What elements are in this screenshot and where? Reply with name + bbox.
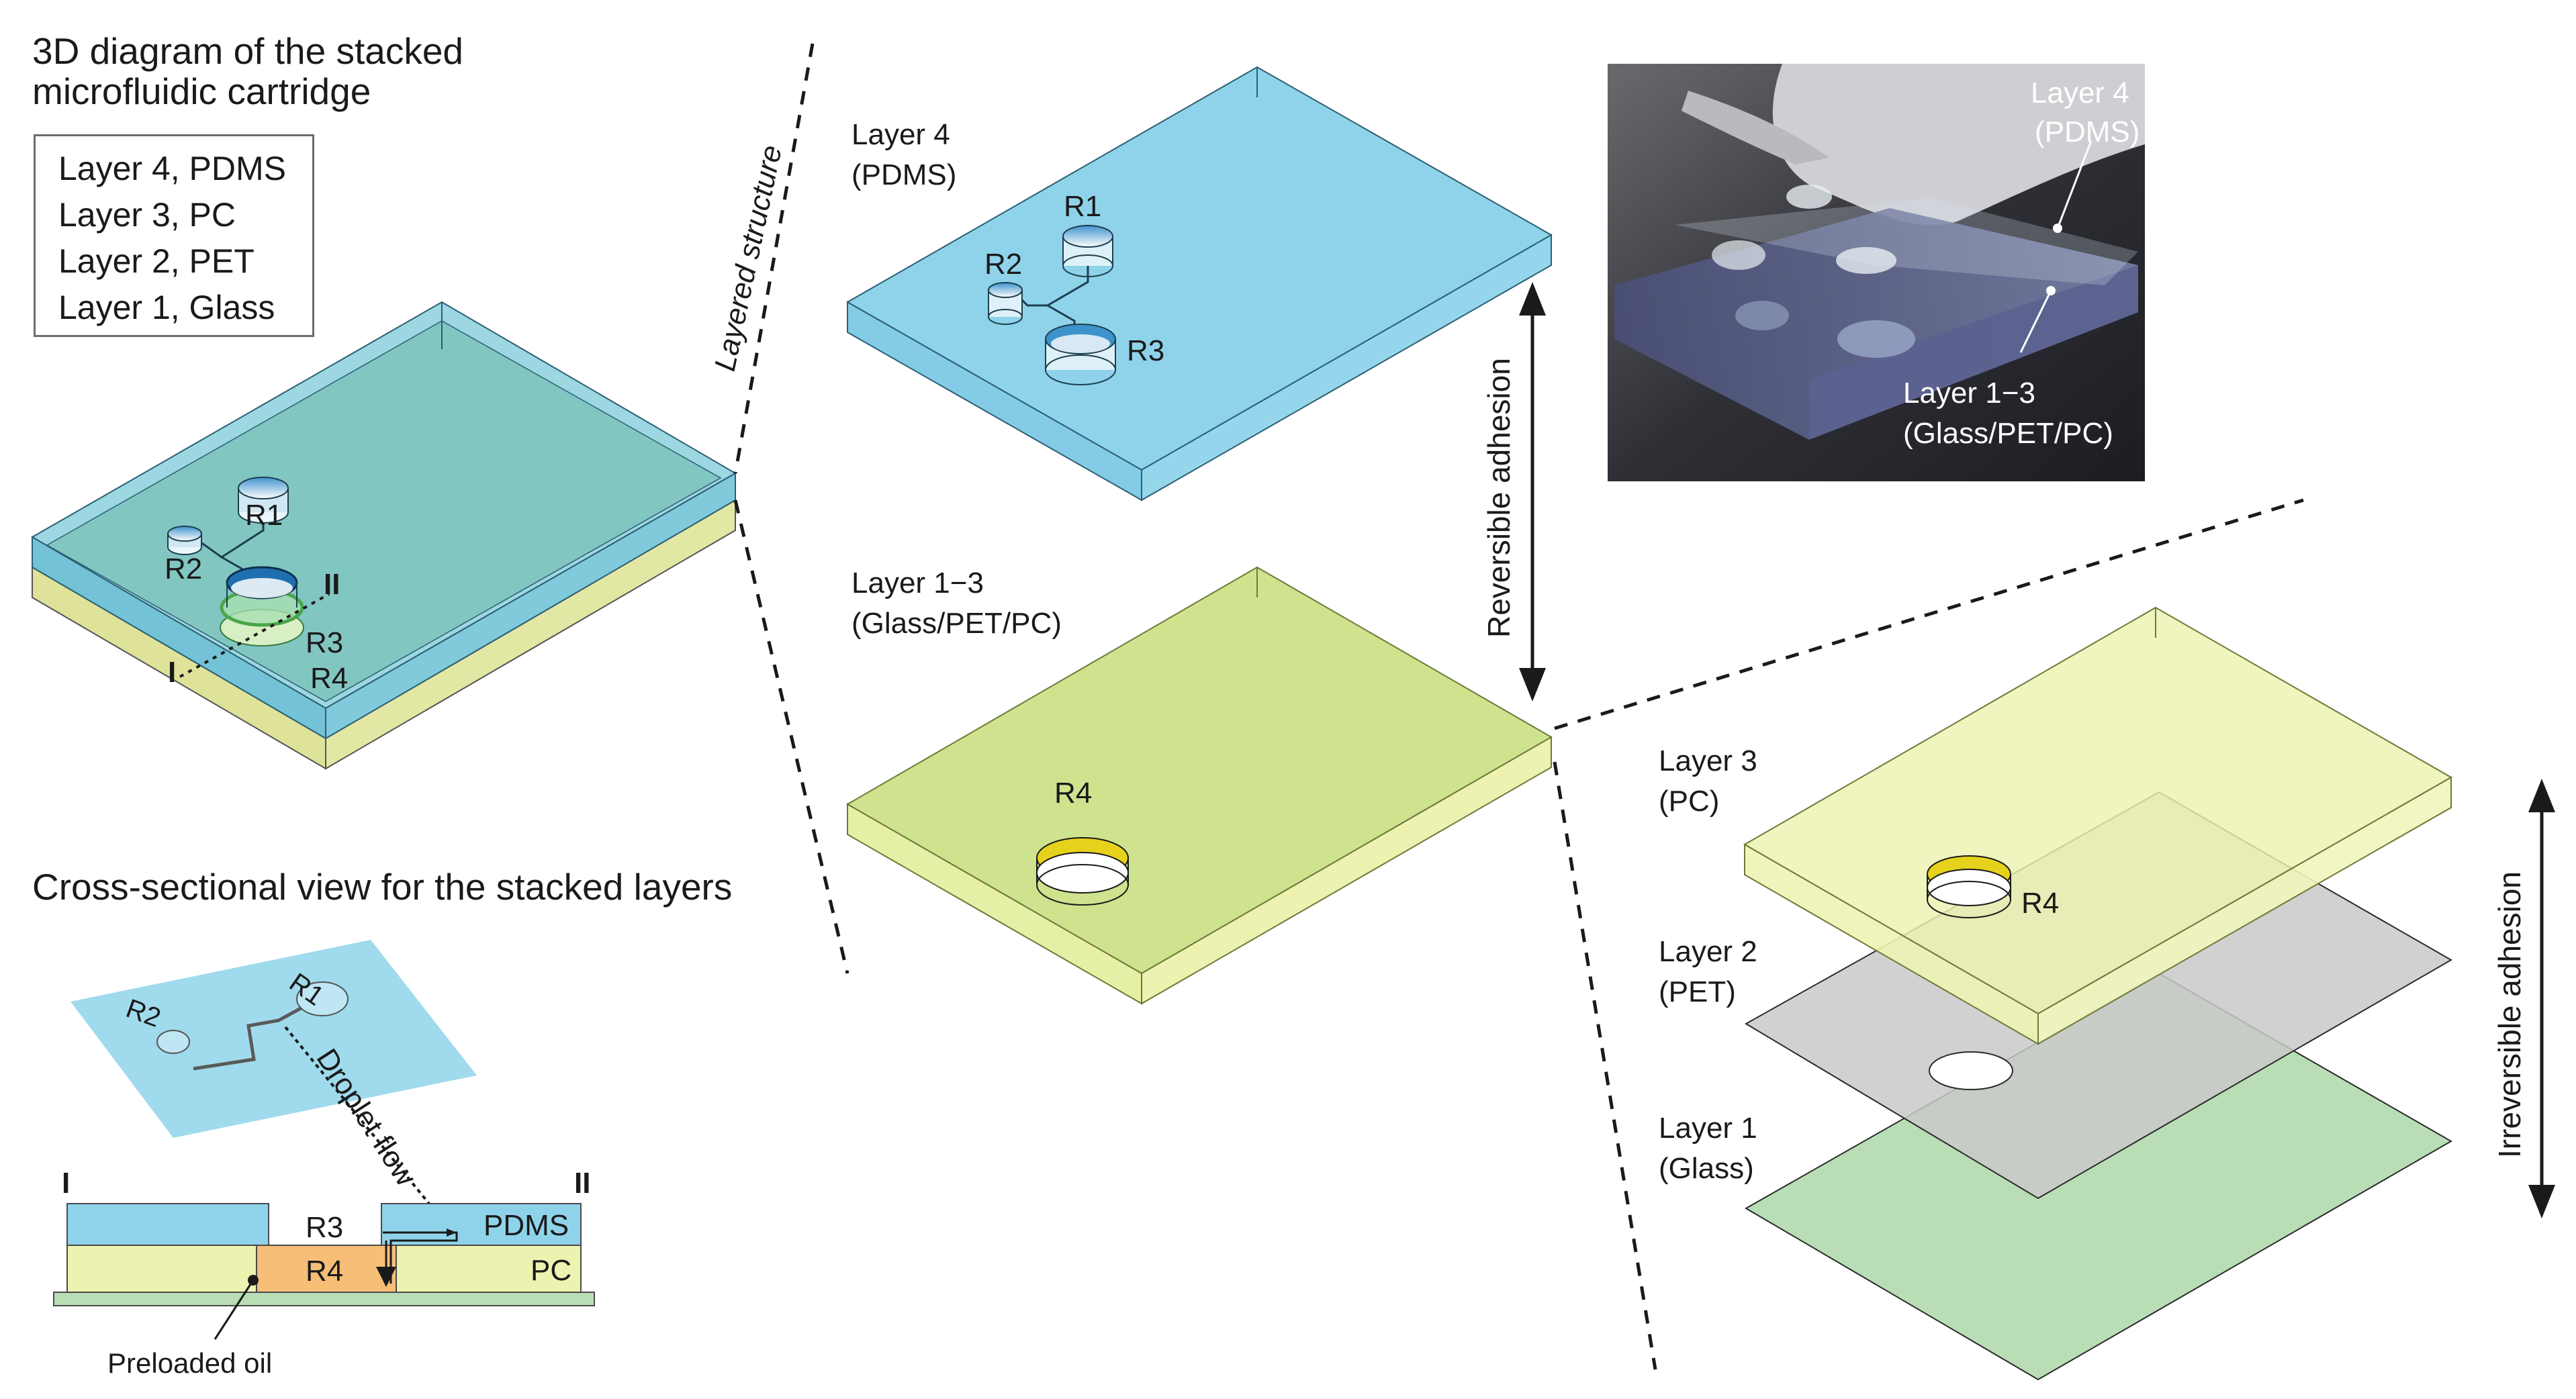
cross-pdms-label: PDMS [484, 1209, 569, 1242]
legend-item-layer4: Layer 4, PDMS [58, 150, 287, 187]
cross-r4-label: R4 [306, 1255, 343, 1288]
tilted-pdms-sheet [71, 940, 477, 1226]
layer-legend: Layer 4, PDMS Layer 3, PC Layer 2, PET L… [34, 134, 314, 337]
irreversible-adhesion-label: Irreversible adhesion [2492, 871, 2527, 1158]
stacked-cartridge [31, 301, 737, 770]
layered-structure-label: Layered structure [708, 142, 788, 374]
layer4-r2-label: R2 [984, 248, 1022, 281]
photo-layer13-line1: Layer 1−3 [1903, 377, 2035, 409]
cross-pc-label: PC [531, 1254, 571, 1287]
overview-cut-start: I [168, 656, 176, 689]
layer4-label-line2: (PDMS) [852, 158, 956, 191]
layer13-label-line2: (Glass/PET/PC) [852, 607, 1062, 640]
layer4-slab [845, 66, 1553, 501]
layer1-label-line1: Layer 1 [1659, 1112, 1757, 1145]
legend-item-layer2: Layer 2, PET [58, 242, 255, 280]
layer4-label-line1: Layer 4 [852, 118, 950, 151]
overview-r2-label: R2 [165, 552, 202, 585]
irreversible-adhesion-arrow [2528, 779, 2555, 1218]
cross-r3-label: R3 [306, 1211, 343, 1244]
layer13-slab [845, 566, 1553, 1005]
layer2-label-line1: Layer 2 [1659, 935, 1757, 968]
cross-section-title: Cross-sectional view for the stacked lay… [32, 866, 732, 908]
layer13-label-line1: Layer 1−3 [852, 567, 984, 599]
legend-item-layer3: Layer 3, PC [58, 196, 236, 234]
overview-r1-label: R1 [245, 499, 283, 532]
overview-r4-label: R4 [310, 662, 348, 695]
photo-layer4-line1: Layer 4 [2031, 77, 2129, 109]
photo-layer4-line2: (PDMS) [2035, 115, 2140, 148]
layer3-label-line1: Layer 3 [1659, 744, 1757, 777]
overview-title-line1: 3D diagram of the stacked [32, 30, 463, 72]
layer2-label-line2: (PET) [1659, 975, 1736, 1008]
layer1-label-line2: (Glass) [1659, 1152, 1754, 1185]
layer13-r4-label: R4 [1054, 777, 1092, 810]
legend-item-layer1: Layer 1, Glass [58, 289, 275, 326]
photo-layer13-line2: (Glass/PET/PC) [1903, 417, 2113, 450]
layer3-pc-slab [1743, 606, 2453, 1045]
cross-cut-start: I [62, 1167, 70, 1200]
layer4-r1-label: R1 [1064, 190, 1101, 223]
cross-cut-end: II [574, 1167, 590, 1200]
layer3-label-line2: (PC) [1659, 785, 1719, 818]
overview-title-line2: microfluidic cartridge [32, 70, 371, 112]
cartridge-photo: Layer 4 (PDMS) Layer 1−3 (Glass/PET/PC) [1608, 64, 2145, 481]
overview-panel: 3D diagram of the stacked microfluidic c… [31, 30, 737, 770]
layer4-r3-label: R3 [1127, 334, 1164, 367]
layer3-r4-label: R4 [2021, 887, 2059, 920]
divider-lines [733, 43, 2304, 1370]
cross-section-stack [53, 1203, 595, 1340]
reversible-adhesion-label: Reversible adhesion [1481, 358, 1516, 638]
reversible-adhesion-arrow [1519, 282, 1546, 702]
overview-r3-label: R3 [306, 626, 343, 659]
preloaded-oil-label: Preloaded oil [107, 1347, 272, 1379]
overview-cut-end: II [324, 568, 340, 601]
